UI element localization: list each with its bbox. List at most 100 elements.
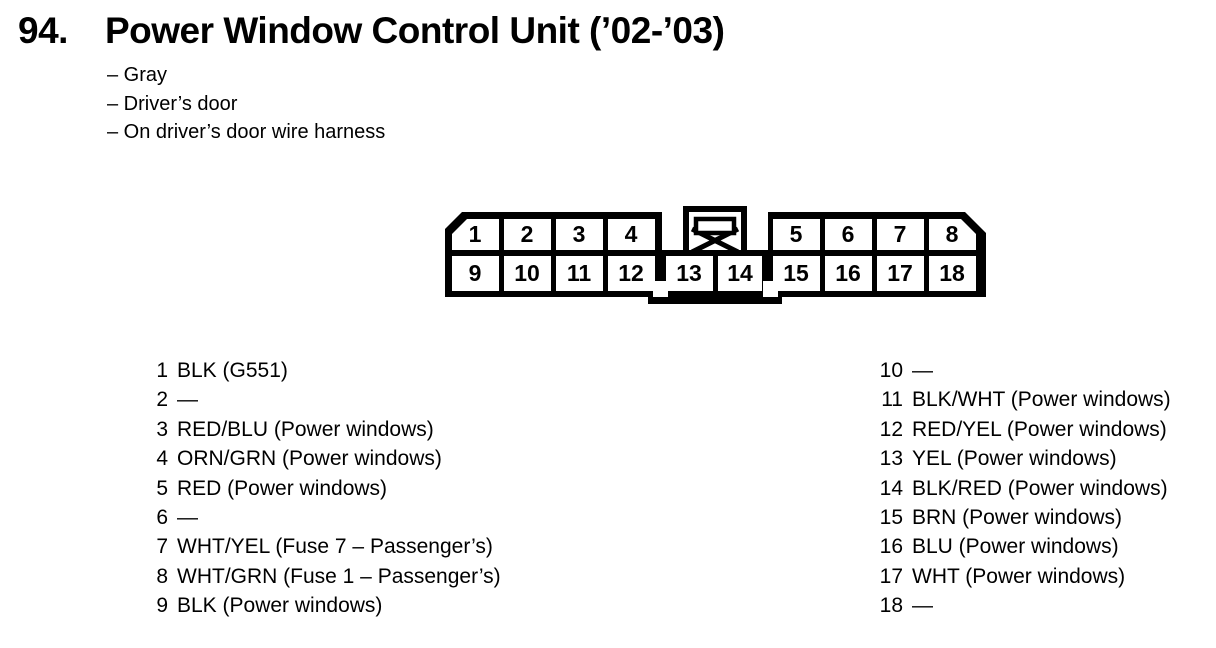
page-title: Power Window Control Unit (’02-’03): [105, 10, 725, 51]
pin-number: 7: [156, 535, 168, 559]
connector-cell: [556, 219, 603, 250]
connector-pin-number: 2: [521, 221, 534, 247]
connector-pin-number: 11: [567, 260, 592, 286]
connector-cells-top: [452, 219, 976, 250]
connector-pin-number: 8: [946, 221, 959, 247]
connector-diagram: 1 2 3 4 5 6 7 8 9 10 11 12 13 14 15 16 1…: [445, 204, 986, 304]
connector-cell: [608, 256, 655, 291]
note-harness: – On driver’s door wire harness: [107, 121, 386, 144]
keyway-latch-window: [693, 216, 737, 236]
pin-wire-label: BLK/WHT (Power windows): [912, 388, 1171, 412]
pinout-row: 16 BLU (Power windows): [872, 532, 1171, 561]
connector-cell: [718, 256, 762, 291]
connector-cell: [452, 256, 499, 291]
pin-number: 18: [879, 594, 903, 618]
connector-cell: [877, 219, 924, 250]
connector-pin-number: 3: [573, 221, 586, 247]
pin-number: 17: [879, 564, 903, 588]
connector-cell: [504, 256, 551, 291]
connector-slot-right: [747, 204, 768, 250]
pinout-row: 14 BLK/RED (Power windows): [872, 474, 1171, 503]
pin-number: 1: [156, 359, 168, 382]
connector-cell: [773, 219, 820, 250]
connector-pin-number: 13: [676, 260, 702, 286]
connector-pin-number: 7: [894, 221, 907, 247]
pin-wire-label: —: [177, 388, 198, 412]
pin-wire-label: WHT/YEL (Fuse 7 – Passenger’s): [177, 535, 493, 559]
pin-wire-label: —: [912, 594, 933, 618]
pin-wire-label: —: [912, 359, 933, 382]
pinout-row: 3 RED/BLU (Power windows): [148, 415, 501, 444]
pin-wire-label: YEL (Power windows): [912, 447, 1117, 471]
pin-number: 4: [156, 447, 168, 471]
pinout-row: 12 RED/YEL (Power windows): [872, 415, 1171, 444]
pin-number: 11: [881, 388, 903, 412]
pin-number: 12: [879, 417, 903, 441]
note-location: – Driver’s door: [107, 92, 238, 115]
pinout-row: 7 WHT/YEL (Fuse 7 – Passenger’s): [148, 532, 501, 561]
connector-pin-number: 6: [842, 221, 855, 247]
connector-pin-number: 16: [835, 260, 861, 286]
connector-pin-number: 5: [790, 221, 803, 247]
connector-cell: [825, 256, 872, 291]
pin-number: 5: [156, 476, 168, 500]
connector-bottom-rail: [648, 288, 782, 304]
connector-cell: [608, 219, 655, 250]
pin-wire-label: RED/BLU (Power windows): [177, 417, 434, 441]
pin-wire-label: RED (Power windows): [177, 476, 388, 500]
connector-pin-number: 15: [783, 260, 809, 286]
pinout-right-column: 10 — 11 BLK/WHT (Power windows) 12 RED/YEL …: [872, 356, 1171, 621]
connector-pin-numbers: 1 2 3 4 5 6 7 8 9 10 11 12 13 14 15 16 1…: [469, 221, 965, 286]
pin-number: 13: [879, 447, 903, 471]
connector-pin-number: 1: [469, 221, 482, 247]
pin-number: 10: [879, 359, 903, 382]
note-color: – Gray: [107, 64, 168, 86]
pin-wire-label: BRN (Power windows): [912, 505, 1123, 529]
connector-pin-number: 9: [469, 260, 482, 286]
pinout-row: 4 ORN/GRN (Power windows): [148, 444, 501, 473]
pin-number: 16: [879, 535, 903, 559]
connector-cell: [929, 256, 976, 291]
pin-wire-label: BLK (G551): [177, 359, 288, 382]
pinout-row: 2—: [148, 385, 501, 414]
pin-number: 8: [156, 564, 168, 588]
connector-cell: [452, 219, 499, 250]
pin-number: 14: [879, 476, 903, 500]
pin-wire-label: ORN/GRN (Power windows): [177, 447, 442, 471]
pin-wire-label: WHT (Power windows): [912, 564, 1126, 588]
pin-wire-label: BLK/RED (Power windows): [912, 476, 1168, 500]
connector-cells-bottom: [452, 256, 976, 291]
pin-wire-label: BLU (Power windows): [912, 535, 1119, 559]
connector-cell: [929, 219, 976, 250]
notes-list: – Gray – Driver’s door – On driver’s doo…: [107, 61, 385, 147]
connector-notch-left: [653, 281, 668, 297]
connector-pin-number: 18: [939, 260, 965, 286]
connector-cell: [877, 256, 924, 291]
pin-number: 9: [156, 594, 168, 618]
pin-number: 3: [156, 417, 168, 441]
pin-wire-label: RED/YEL (Power windows): [912, 417, 1167, 441]
pinout-row: 11 BLK/WHT (Power windows): [872, 385, 1171, 414]
connector-pin-number: 12: [618, 260, 644, 286]
connector-cell: [825, 219, 872, 250]
pinout-row: 1 BLK (G551): [148, 356, 501, 385]
pinout-row: 5 RED (Power windows): [148, 474, 501, 503]
pinout-row: 10 —: [872, 356, 1171, 385]
connector-pin-number: 10: [514, 260, 540, 286]
connector-pin-number: 14: [727, 260, 753, 286]
connector-cell: [666, 256, 713, 291]
pin-number: 2: [156, 388, 168, 412]
pinout-row: 6—: [148, 503, 501, 532]
pinout-row: 17 WHT (Power windows): [872, 562, 1171, 591]
pin-wire-label: —: [177, 505, 198, 529]
section-number: 94.: [18, 10, 68, 51]
connector-pin-number: 4: [625, 221, 638, 247]
connector-slot-left: [662, 204, 683, 250]
pinout-row: 18 —: [872, 591, 1171, 620]
connector-cell: [504, 219, 551, 250]
